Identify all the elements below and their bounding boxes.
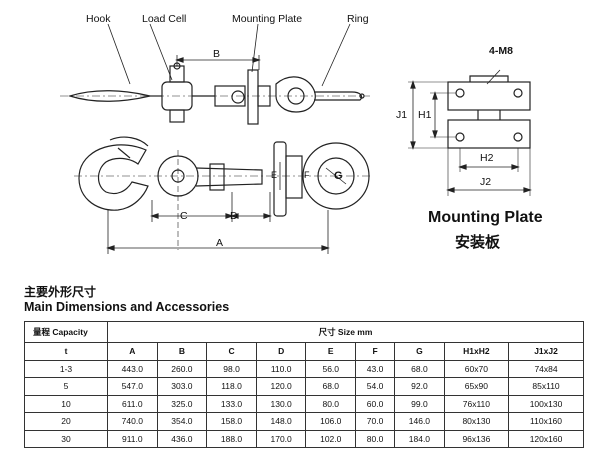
table-cell: 303.0 xyxy=(156,377,208,396)
callout-load-cell: Load Cell xyxy=(142,13,187,25)
table-cell: 100x130 xyxy=(508,394,584,413)
table-cell: 170.0 xyxy=(255,429,307,448)
capacity-cell: 10 xyxy=(24,394,108,413)
side-view xyxy=(74,136,372,254)
table-cell: 354.0 xyxy=(156,412,208,431)
table-cell: 80.0 xyxy=(305,394,357,413)
dim-j1-label: J1 xyxy=(396,109,408,121)
callout-ring: Ring xyxy=(347,13,369,25)
table-cell: 120.0 xyxy=(255,377,307,396)
col-header: F xyxy=(355,342,396,361)
table-cell: 80x130 xyxy=(443,412,510,431)
table-header-row: 量程 Capacity 尺寸 Size mm xyxy=(24,321,584,343)
dim-c-label: C xyxy=(180,210,188,222)
table-row: 10 611.0 325.0 133.0 130.0 80.0 60.0 99.… xyxy=(24,394,584,413)
mounting-plate-detail xyxy=(408,69,532,196)
capacity-header: 量程 Capacity xyxy=(24,321,108,343)
table-cell: 96x136 xyxy=(443,429,510,448)
table-cell: 68.0 xyxy=(305,377,357,396)
table-cell: 92.0 xyxy=(394,377,445,396)
col-header: C xyxy=(206,342,257,361)
col-header: B xyxy=(156,342,208,361)
dim-h1-label: H1 xyxy=(418,109,432,121)
table-cell: 611.0 xyxy=(107,394,158,413)
table-cell: 118.0 xyxy=(206,377,257,396)
table-cell: 325.0 xyxy=(156,394,208,413)
table-cell: 74x84 xyxy=(508,359,584,378)
table-cell: 110.0 xyxy=(255,359,307,378)
hook-side-view xyxy=(78,144,149,211)
capacity-cell: 1-3 xyxy=(24,359,108,378)
top-view xyxy=(60,55,370,125)
table-cell: 102.0 xyxy=(305,429,357,448)
table-cell: 740.0 xyxy=(107,412,158,431)
table-cell: 146.0 xyxy=(394,412,445,431)
col-header: H1xH2 xyxy=(443,342,510,361)
table-cell: 133.0 xyxy=(206,394,257,413)
table-cell: 60.0 xyxy=(355,394,396,413)
dim-a-label: A xyxy=(216,237,224,249)
section-title-en: Main Dimensions and Accessories xyxy=(24,300,230,314)
col-header: A xyxy=(107,342,158,361)
mounting-plate-subtitle: 安装板 xyxy=(455,234,501,251)
table-cell: 68.0 xyxy=(394,359,445,378)
table-cell: 54.0 xyxy=(355,377,396,396)
mounting-plate-top-view xyxy=(247,69,259,125)
table-row: 1-3 443.0 260.0 98.0 110.0 56.0 43.0 68.… xyxy=(24,359,584,378)
dim-e-label: E xyxy=(271,170,278,180)
table-cell: 99.0 xyxy=(394,394,445,413)
unit-cell: t xyxy=(24,342,108,361)
capacity-cell: 30 xyxy=(24,429,108,448)
capacity-cell: 20 xyxy=(24,412,108,431)
table-cell: 76x110 xyxy=(443,394,510,413)
table-column-row: t A B C D E F G H1xH2 J1xJ2 xyxy=(24,342,584,361)
dim-b-label: B xyxy=(213,48,221,60)
col-header: D xyxy=(255,342,307,361)
capacity-cell: 5 xyxy=(24,377,108,396)
table-row: 20 740.0 354.0 158.0 148.0 106.0 70.0 14… xyxy=(24,412,584,431)
table-cell: 80.0 xyxy=(355,429,396,448)
col-header: E xyxy=(305,342,357,361)
col-header: J1xJ2 xyxy=(508,342,584,361)
table-cell: 547.0 xyxy=(107,377,158,396)
table-cell: 85x110 xyxy=(508,377,584,396)
dim-j2-label: J2 xyxy=(480,176,492,188)
dim-h2-label: H2 xyxy=(480,152,494,164)
section-title-cn: 主要外形尺寸 xyxy=(24,285,97,299)
table-cell: 130.0 xyxy=(255,394,307,413)
table-cell: 98.0 xyxy=(206,359,257,378)
mounting-plate-title: Mounting Plate xyxy=(428,209,543,226)
technical-drawing xyxy=(60,23,532,254)
dimensions-table: 量程 Capacity 尺寸 Size mm t A B C D E F G H… xyxy=(24,321,584,448)
table-cell: 260.0 xyxy=(156,359,208,378)
table-cell: 120x160 xyxy=(508,429,584,448)
table-cell: 70.0 xyxy=(355,412,396,431)
table-cell: 65x90 xyxy=(443,377,510,396)
table-cell: 43.0 xyxy=(355,359,396,378)
table-cell: 911.0 xyxy=(107,429,158,448)
table-cell: 188.0 xyxy=(206,429,257,448)
table-row: 5 547.0 303.0 118.0 120.0 68.0 54.0 92.0… xyxy=(24,377,584,396)
size-header: 尺寸 Size mm xyxy=(107,321,584,343)
table-cell: 184.0 xyxy=(394,429,445,448)
table-cell: 158.0 xyxy=(206,412,257,431)
callout-mounting-plate: Mounting Plate xyxy=(232,13,303,25)
callout-4-m8: 4-M8 xyxy=(489,45,513,57)
table-cell: 60x70 xyxy=(443,359,510,378)
table-row: 30 911.0 436.0 188.0 170.0 102.0 80.0 18… xyxy=(24,429,584,448)
table-cell: 148.0 xyxy=(255,412,307,431)
table-cell: 436.0 xyxy=(156,429,208,448)
dim-f-label: F xyxy=(304,170,310,180)
table-cell: 106.0 xyxy=(305,412,357,431)
dim-d-label: D xyxy=(230,210,238,222)
callout-hook: Hook xyxy=(86,13,111,25)
table-cell: 110x160 xyxy=(508,412,584,431)
col-header: G xyxy=(394,342,445,361)
dim-g-label: G xyxy=(334,170,343,182)
ring-top-view xyxy=(275,76,316,113)
table-cell: 56.0 xyxy=(305,359,357,378)
table-cell: 443.0 xyxy=(107,359,158,378)
